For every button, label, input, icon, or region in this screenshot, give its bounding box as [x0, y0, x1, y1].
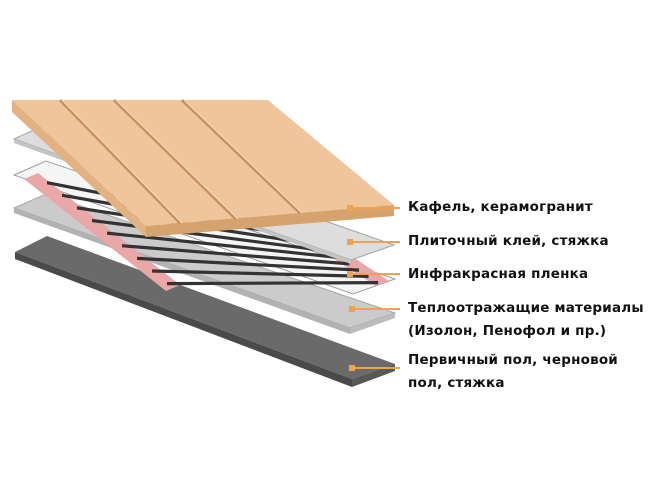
label-subfloor: Первичный пол, черновой пол, стяжка	[408, 349, 618, 395]
label-film-line-1: Инфракрасная пленка	[408, 266, 589, 282]
heating-strip	[137, 256, 359, 272]
subfloor-layer	[15, 236, 395, 387]
label-adhesive: Плиточный клей, стяжка	[408, 230, 609, 253]
label-subfloor-line-1: Первичный пол, черновой	[408, 352, 618, 368]
heating-strip	[152, 269, 369, 278]
heating-strip	[107, 231, 340, 260]
leader-lines	[347, 205, 400, 371]
label-reflector-line-1: Теплоотражащие материалы	[408, 300, 644, 316]
label-tile-line-1: Кафель, керамогранит	[408, 199, 593, 215]
label-film: Инфракрасная пленка	[408, 263, 588, 286]
heating-strip	[167, 281, 378, 286]
label-reflector-line-2: (Изолон, Пенофол и пр.)	[408, 323, 607, 339]
label-reflector: Теплоотражащие материалы (Изолон, Пенофо…	[408, 297, 644, 343]
heating-strip	[122, 244, 350, 266]
label-adhesive-line-1: Плиточный клей, стяжка	[408, 233, 609, 249]
tile-layer	[12, 98, 394, 237]
label-subfloor-line-2: пол, стяжка	[408, 375, 505, 391]
label-tile: Кафель, керамогранит	[408, 196, 593, 219]
